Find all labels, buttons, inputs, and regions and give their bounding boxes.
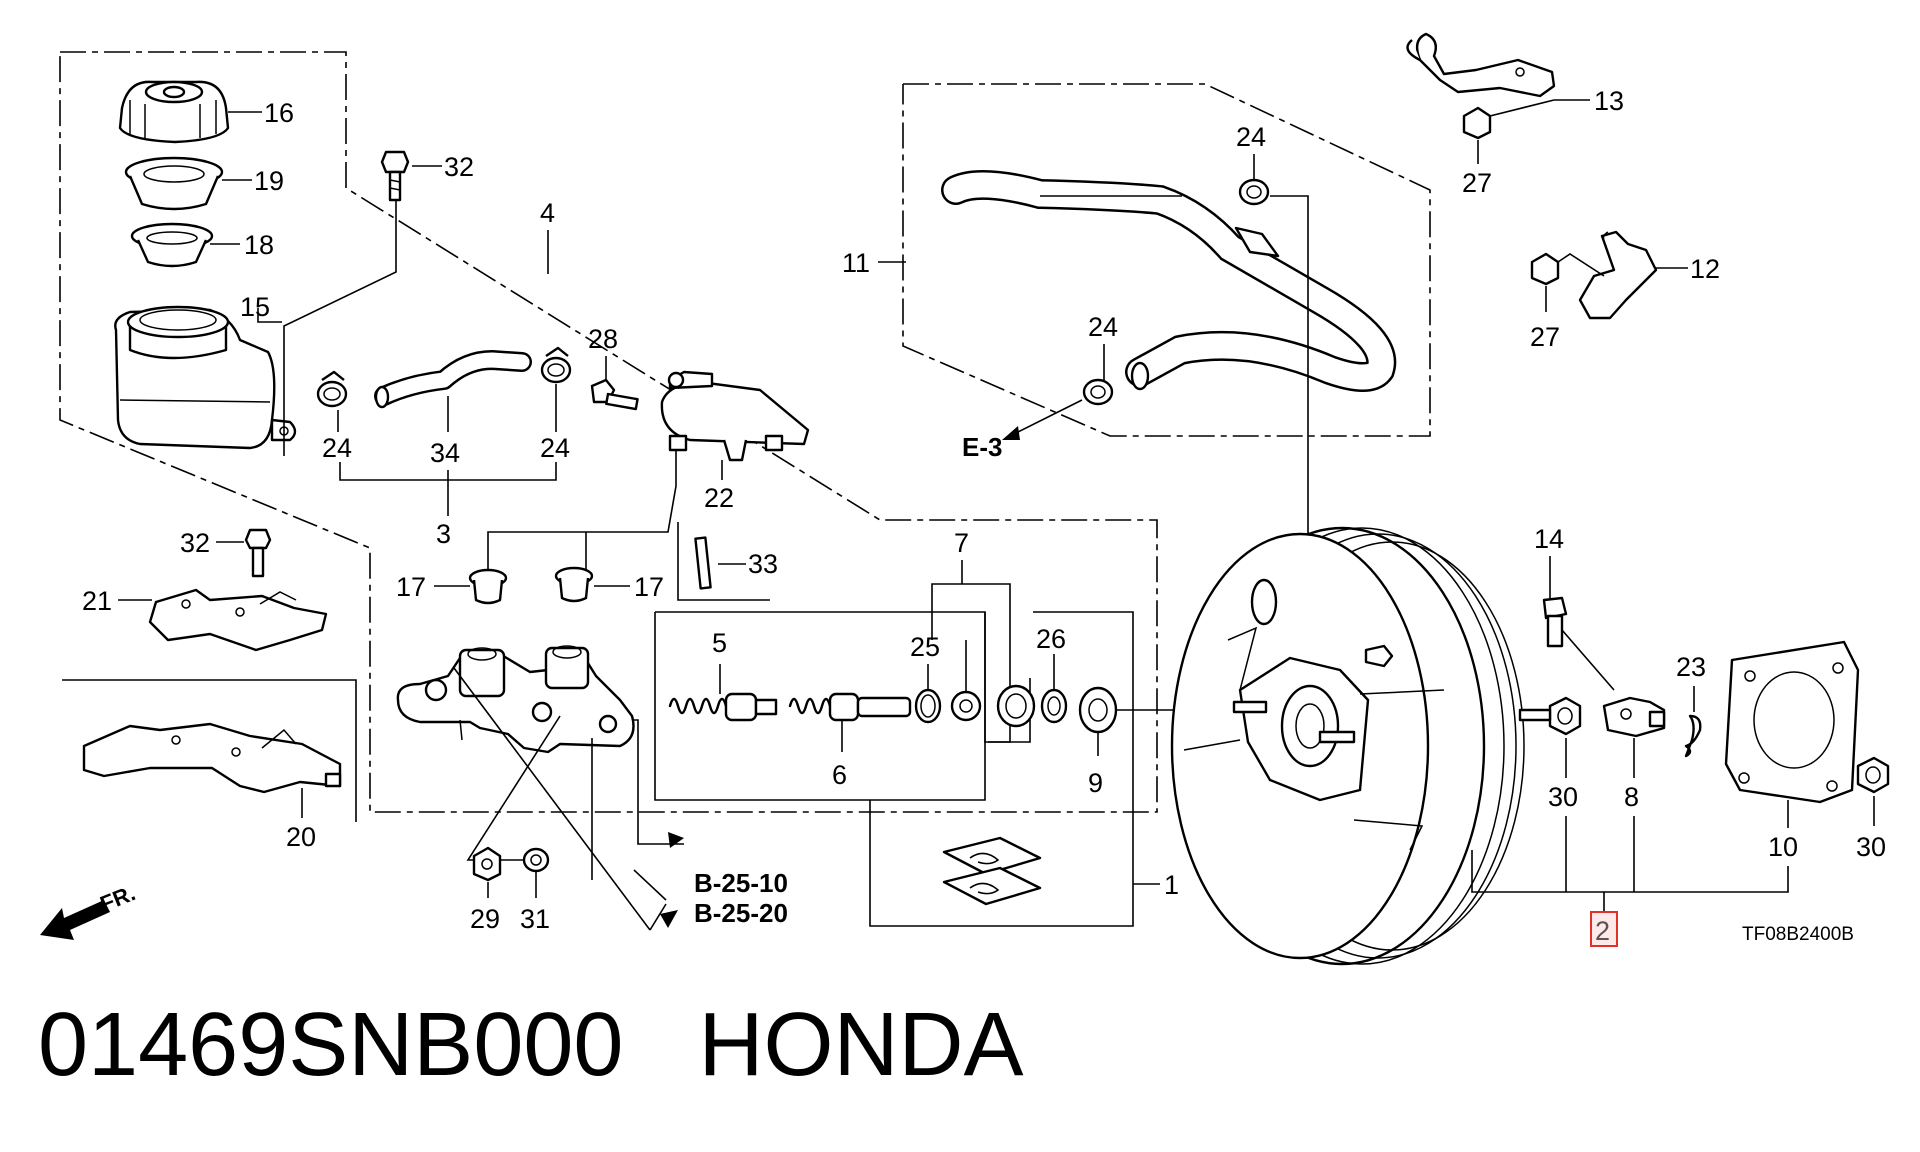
callout-12: 12 (1690, 254, 1720, 284)
caption-part-number: 01469SNB000 (38, 995, 624, 1095)
seal-kit-sheet (942, 836, 1042, 906)
seal-9 (1078, 686, 1118, 734)
callout-3: 3 (436, 519, 451, 549)
callout-27-lower: 27 (1530, 322, 1560, 352)
vacuum-hose-11 (941, 169, 1397, 392)
bolt-32-top (380, 150, 410, 202)
reservoir-cap-16 (118, 80, 230, 144)
highlight-box (1590, 911, 1618, 947)
direction-label: FR. (97, 880, 139, 916)
callout-5: 5 (712, 628, 727, 658)
grommet-17-left (468, 568, 508, 605)
hose-clamp-24-right (540, 346, 572, 384)
callout-24-upper: 24 (1236, 122, 1266, 152)
caption: 01469SNB000 HONDA (38, 1000, 1024, 1090)
callout-34: 34 (430, 438, 460, 468)
bolt-28 (590, 378, 639, 411)
diagram-code: TF08B2400B (1742, 924, 1854, 945)
callout-8: 8 (1624, 782, 1639, 812)
hose-group-outline (902, 83, 1431, 437)
secondary-piston-5 (668, 692, 778, 722)
seal-7-a (950, 690, 982, 722)
callout-30-outer: 30 (1856, 832, 1886, 862)
grommet-17-right (554, 566, 594, 603)
pin-33 (694, 536, 712, 590)
caption-brand: HONDA (698, 995, 1024, 1095)
callout-31: 31 (520, 904, 550, 934)
reservoir-seal-18 (130, 222, 214, 268)
callout-1: 1 (1164, 870, 1179, 900)
hose-clamp-24-left (316, 370, 348, 408)
reservoir-tank-15 (114, 305, 297, 450)
nut-30-inner (1518, 696, 1582, 736)
seal-kit-box (869, 611, 1134, 927)
bracket-12 (1530, 230, 1658, 320)
nut-29 (472, 846, 502, 882)
seal-26 (1040, 688, 1068, 724)
callout-25: 25 (910, 632, 940, 662)
bracket-21 (148, 588, 328, 652)
piston-kit-box (654, 611, 986, 801)
master-cylinder-body (396, 645, 635, 754)
bolt-32-lower (244, 528, 272, 578)
callout-17-right: 17 (634, 572, 664, 602)
callout-19: 19 (254, 166, 284, 196)
primary-piston-6 (788, 692, 912, 722)
o-ring-25 (914, 688, 942, 724)
callout-24-lower: 24 (1088, 312, 1118, 342)
callout-23: 23 (1676, 652, 1706, 682)
reservoir-filter-19 (124, 156, 224, 211)
callout-21: 21 (82, 586, 112, 616)
callout-11: 11 (842, 248, 870, 278)
callout-15: 15 (240, 292, 270, 322)
arrow-e3 (1002, 426, 1020, 440)
nut-30-outer (1856, 756, 1890, 794)
washer-31 (522, 847, 550, 873)
hose-34 (374, 350, 532, 409)
pin-14 (1542, 596, 1568, 648)
callout-16: 16 (264, 98, 294, 128)
callout-4: 4 (540, 198, 555, 228)
callout-28: 28 (588, 324, 618, 354)
ref-b2520: B-25-20 (694, 898, 788, 928)
bracket-20 (82, 722, 342, 794)
callout-30-inner: 30 (1548, 782, 1578, 812)
callout-32-lower: 32 (180, 528, 210, 558)
clip-23 (1684, 714, 1702, 758)
front-direction-arrow: FR. (40, 880, 139, 940)
callout-26: 26 (1036, 624, 1066, 654)
clevis-8 (1602, 696, 1666, 738)
callout-24-left: 24 (322, 433, 352, 463)
reservoir-group-outline (59, 51, 1158, 813)
callout-27-upper: 27 (1462, 168, 1492, 198)
callout-17-left: 17 (396, 572, 426, 602)
brake-booster-2 (1170, 526, 1525, 966)
gasket-10 (1724, 640, 1860, 804)
hose-clamp-24-lower (1082, 378, 1114, 406)
callout-22: 22 (704, 483, 734, 513)
bracket-13 (1406, 32, 1556, 140)
ref-e3: E-3 (962, 432, 1002, 462)
callout-20: 20 (286, 822, 316, 852)
callout-13: 13 (1594, 86, 1624, 116)
reservoir-joint-22 (660, 370, 810, 462)
callout-2-highlight: 2 (1595, 916, 1610, 946)
callout-7: 7 (954, 528, 969, 558)
booster-assembly-bracket (1471, 850, 1789, 893)
bracket-20-box (62, 679, 357, 822)
callout-18: 18 (244, 230, 274, 260)
callout-33: 33 (748, 549, 778, 579)
callout-29: 29 (470, 904, 500, 934)
arrow-b2510 (668, 832, 684, 848)
callout-32-top: 32 (444, 152, 474, 182)
callout-14: 14 (1534, 524, 1564, 554)
seal-7-b (996, 684, 1036, 728)
callout-24-mid: 24 (540, 433, 570, 463)
arrow-b2520 (660, 910, 678, 928)
callout-10: 10 (1768, 832, 1798, 862)
ref-b2510: B-25-10 (694, 868, 788, 898)
callout-9: 9 (1088, 768, 1103, 798)
callout-6: 6 (832, 760, 847, 790)
